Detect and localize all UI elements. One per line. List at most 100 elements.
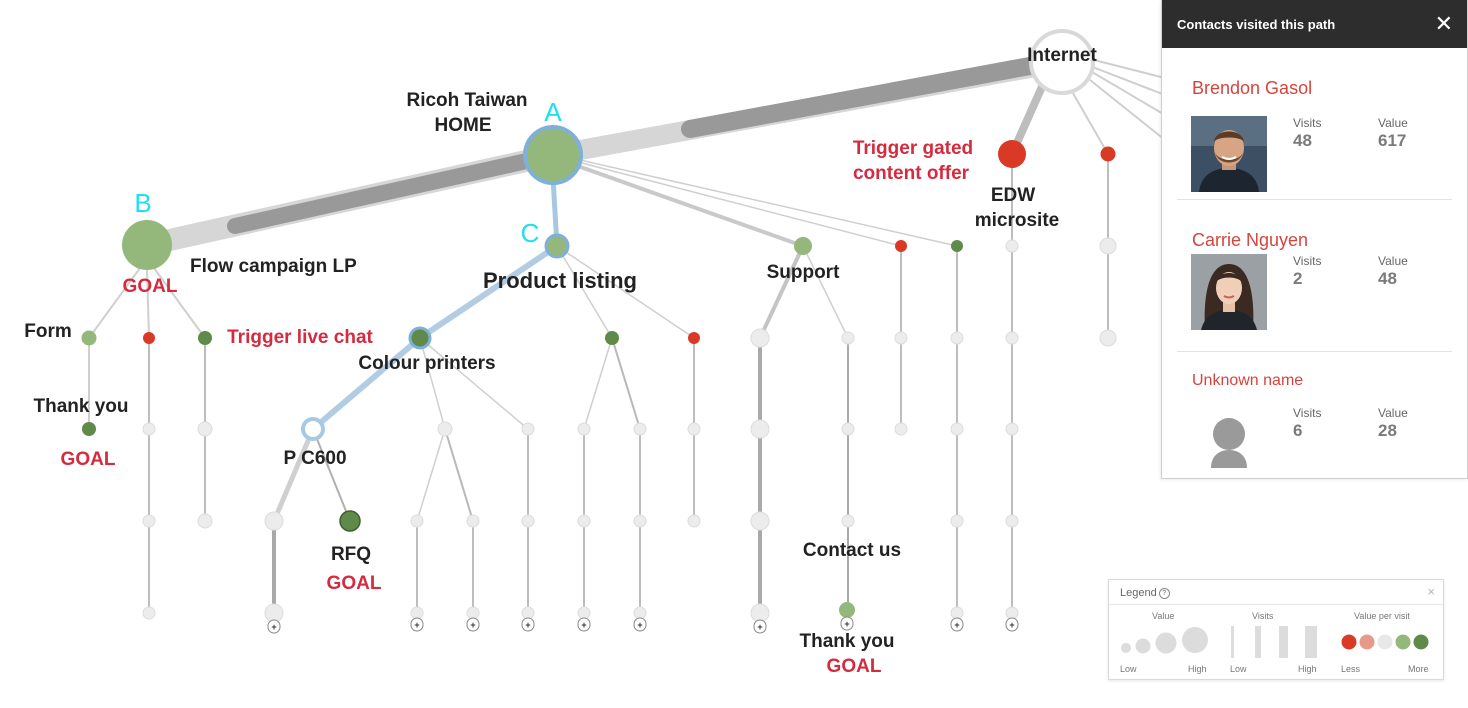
goal-rfq: GOAL	[327, 573, 382, 594]
legend-divider	[1109, 604, 1443, 605]
visits-label: Visits	[1293, 116, 1322, 130]
trigger-gated-line2: content offer	[853, 163, 970, 184]
label-internet: Internet	[1027, 45, 1097, 66]
contact-card[interactable]: Unknown name Visits 6 Value 28	[1177, 352, 1452, 477]
label-contact-us: Contact us	[803, 540, 901, 561]
label-edw-line2: microsite	[975, 210, 1059, 231]
node-pc600[interactable]	[301, 417, 325, 441]
help-icon[interactable]: ?	[1158, 588, 1170, 599]
value-stat: Value 617	[1378, 116, 1408, 151]
visits-stat: Visits 2	[1293, 254, 1321, 289]
node-support[interactable]	[794, 237, 812, 255]
label-rfq: RFQ	[331, 544, 371, 565]
node-thank-you-form[interactable]	[82, 422, 96, 436]
label-support: Support	[767, 262, 840, 283]
label-home-line1: Ricoh Taiwan	[406, 90, 527, 111]
avatar	[1191, 116, 1267, 192]
label-flow-campaign: Flow campaign LP	[190, 256, 357, 277]
legend-title: Legend?	[1120, 587, 1170, 599]
trigger-gated-line1: Trigger gated	[853, 138, 973, 159]
expand-button[interactable]: +	[950, 617, 964, 632]
svg-text:+: +	[757, 622, 762, 632]
visits-value: 48	[1293, 131, 1312, 150]
visits-value: 6	[1293, 421, 1303, 440]
node-home-red-child[interactable]	[895, 240, 907, 252]
legend-visits-low: Low	[1230, 664, 1247, 674]
label-edw-line1: EDW	[991, 185, 1035, 206]
node-rfq[interactable]	[339, 510, 361, 532]
label-home-line2: HOME	[435, 115, 492, 136]
expand-button[interactable]: +	[267, 619, 281, 634]
legend-value-low: Low	[1120, 664, 1137, 674]
node-green-612[interactable]	[605, 331, 619, 345]
value-value: 48	[1378, 269, 1397, 288]
visits-stat: Visits 6	[1293, 406, 1321, 441]
node-home-green-child[interactable]	[951, 240, 963, 252]
label-product-listing: Product listing	[483, 268, 637, 293]
expand-button[interactable]: +	[466, 617, 480, 632]
node-red-338[interactable]	[143, 332, 155, 344]
person-placeholder-icon	[1191, 402, 1267, 478]
goal-flow-campaign: GOAL	[123, 276, 178, 297]
node-internet[interactable]	[1029, 29, 1095, 95]
expand-button[interactable]: +	[1005, 617, 1019, 632]
close-icon[interactable]: ✕	[1434, 11, 1453, 36]
goal-thank-you-form: GOAL	[61, 449, 116, 470]
node-thank-you-contact[interactable]	[839, 602, 855, 618]
svg-text:+: +	[414, 620, 419, 630]
label-thank-you-contact: Thank you	[799, 631, 894, 652]
contact-card[interactable]: Brendon Gasol Visits 48 Value 617	[1177, 48, 1452, 200]
node-red-694[interactable]	[688, 332, 700, 344]
svg-text:+: +	[525, 620, 530, 630]
node-product-listing[interactable]	[544, 233, 570, 259]
goal-contact: GOAL	[827, 656, 882, 677]
level-nodes	[81, 326, 855, 618]
svg-text:+: +	[581, 620, 586, 630]
visits-value: 2	[1293, 269, 1303, 288]
legend-vpv-heading: Value per visit	[1354, 611, 1410, 621]
marker-a: A	[544, 97, 562, 127]
legend-value-high: High	[1188, 664, 1207, 674]
visits-stat: Visits 48	[1293, 116, 1321, 151]
value-label: Value	[1378, 116, 1408, 130]
label-pc600: P C600	[283, 448, 346, 469]
node-internet-red-child[interactable]	[1100, 146, 1116, 162]
grey-nodes	[142, 237, 1117, 623]
label-form: Form	[24, 321, 72, 342]
node-home[interactable]	[523, 125, 583, 185]
expand-button[interactable]: +	[521, 617, 535, 632]
node-labels: Internet Ricoh Taiwan HOME Flow campaign…	[24, 45, 1097, 652]
node-flow-campaign[interactable]	[122, 220, 172, 270]
marker-b: B	[134, 188, 151, 218]
panel-title: Contacts visited this path	[1177, 16, 1336, 32]
node-form[interactable]	[81, 330, 97, 346]
legend-vpv-more: More	[1408, 664, 1429, 674]
contact-name[interactable]: Unknown name	[1192, 372, 1304, 389]
node-green-338[interactable]	[198, 331, 212, 345]
contact-name[interactable]: Carrie Nguyen	[1192, 230, 1309, 250]
value-value: 28	[1378, 421, 1397, 440]
value-label: Value	[1378, 406, 1408, 420]
value-scale-circles	[1121, 627, 1208, 654]
node-edw[interactable]	[998, 140, 1026, 168]
svg-text:+: +	[637, 620, 642, 630]
visits-scale-bars	[1231, 626, 1317, 658]
expand-button[interactable]: +	[840, 616, 854, 631]
label-thank-you-form: Thank you	[33, 396, 128, 417]
contacts-panel: Contacts visited this path ✕ Brendon Gas…	[1161, 0, 1468, 479]
legend-visits-high: High	[1298, 664, 1317, 674]
expand-button[interactable]: +	[633, 617, 647, 632]
expand-buttons: + + + + + + + + + +	[267, 616, 1019, 634]
legend-scales	[1121, 626, 1429, 658]
contact-card[interactable]: Carrie Nguyen Visits 2 Value 48	[1177, 200, 1452, 352]
close-icon[interactable]: ×	[1427, 584, 1435, 599]
contact-name[interactable]: Brendon Gasol	[1192, 78, 1313, 98]
expand-button[interactable]: +	[753, 619, 767, 634]
value-per-visit-scale	[1341, 634, 1429, 650]
expand-button[interactable]: +	[577, 617, 591, 632]
marker-c: C	[521, 218, 540, 248]
legend-box: Legend? × Value Visits Value per visit L…	[1108, 579, 1444, 680]
node-colour-printers[interactable]	[408, 326, 432, 350]
expand-button[interactable]: +	[410, 617, 424, 632]
annotations: GOAL GOAL GOAL GOAL Trigger live chat Tr…	[61, 138, 974, 677]
